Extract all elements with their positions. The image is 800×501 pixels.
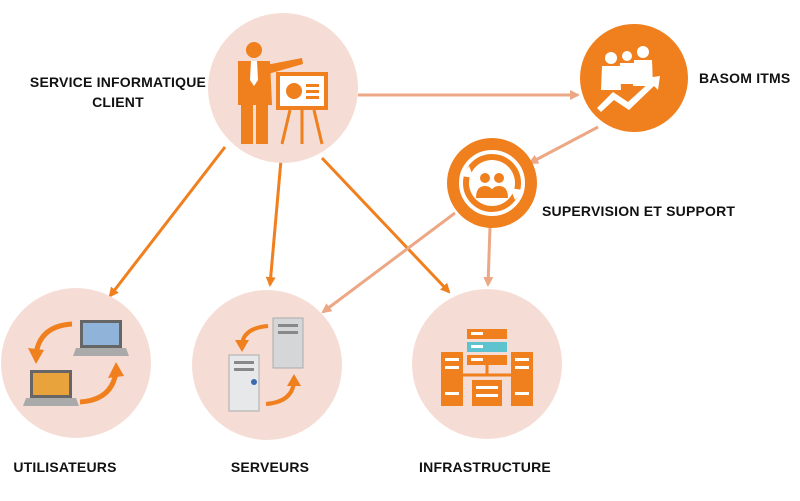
label-client-line1: SERVICE INFORMATIQUE xyxy=(29,74,207,90)
presenter-icon xyxy=(238,42,328,145)
node-support xyxy=(447,138,537,228)
label-infra: INFRASTRUCTURE xyxy=(419,459,551,475)
arrow-client-to-servers xyxy=(265,159,283,287)
servers-sync-icon xyxy=(228,317,304,412)
label-basom: BASOM ITMS xyxy=(699,70,791,86)
node-basom xyxy=(580,24,688,132)
arrow-client-to-infra xyxy=(320,156,451,294)
label-servers: SERVEURS xyxy=(230,459,310,475)
support-cycle-icon xyxy=(459,150,525,216)
arrow-basom-to-support xyxy=(528,125,599,165)
arrow-client-to-users xyxy=(108,146,227,298)
node-client xyxy=(208,13,358,163)
label-users: UTILISATEURS xyxy=(13,459,117,475)
arrow-support-to-servers xyxy=(321,211,456,314)
laptops-sync-icon xyxy=(23,320,129,406)
label-client-line2: CLIENT xyxy=(92,94,144,110)
node-servers xyxy=(192,290,342,440)
infrastructure-icon xyxy=(441,329,533,406)
node-infra xyxy=(412,289,562,439)
connectors xyxy=(108,90,599,314)
node-users xyxy=(1,288,151,438)
label-support: SUPERVISION ET SUPPORT xyxy=(542,203,736,219)
label-client: SERVICE INFORMATIQUE CLIENT xyxy=(28,72,208,112)
arrow-support-to-infra xyxy=(483,226,494,287)
team-growth-icon xyxy=(597,46,660,112)
